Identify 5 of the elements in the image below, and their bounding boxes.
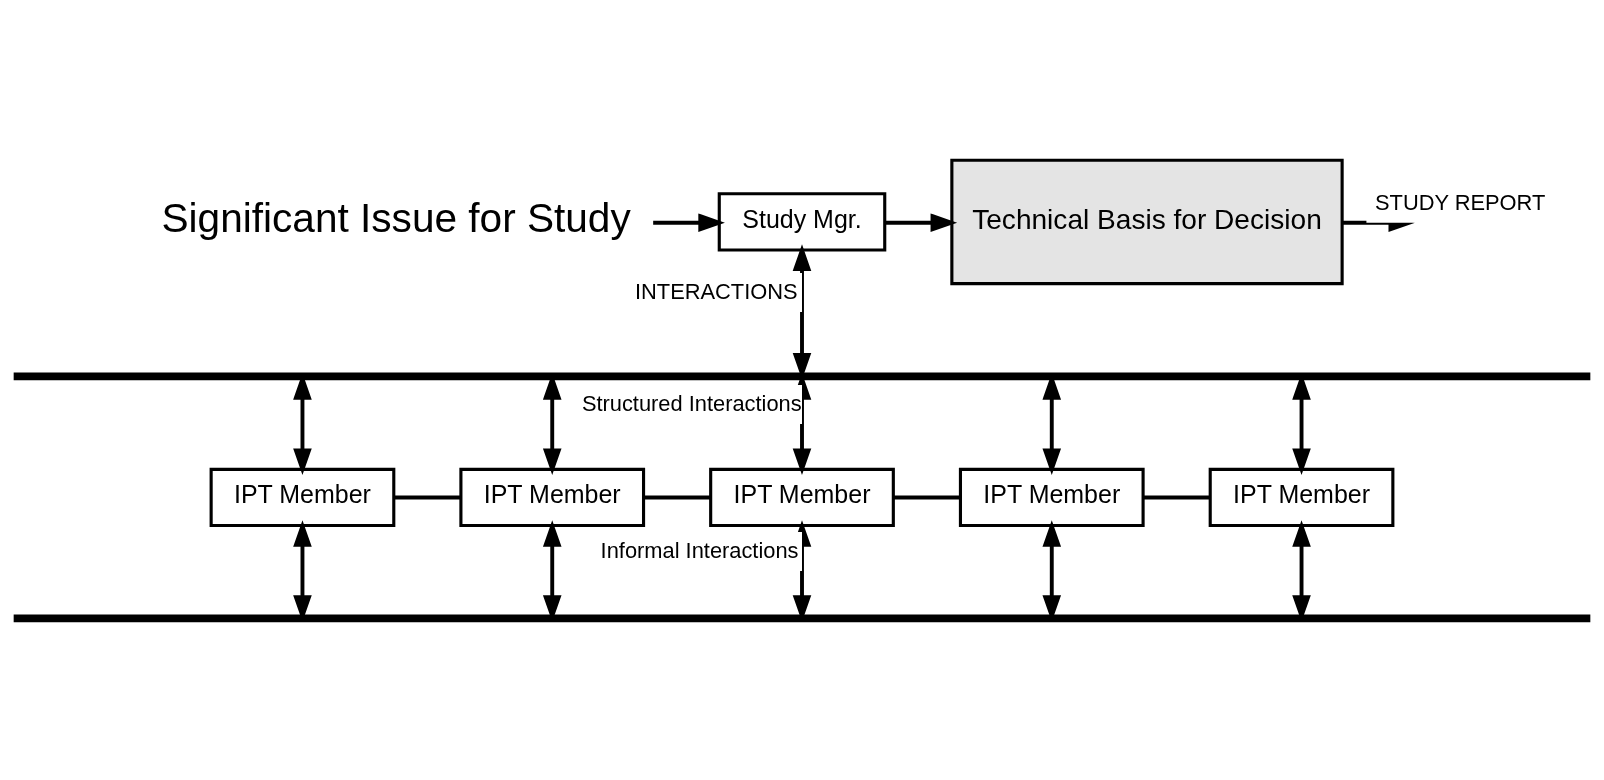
edge-label: Informal Interactions	[600, 537, 799, 563]
edge-label: Structured Interactions	[581, 390, 802, 416]
node-text: Significant Issue for Study	[161, 194, 631, 241]
edge-label: STUDY REPORT	[1375, 189, 1546, 215]
edge-label: INTERACTIONS	[634, 278, 798, 304]
